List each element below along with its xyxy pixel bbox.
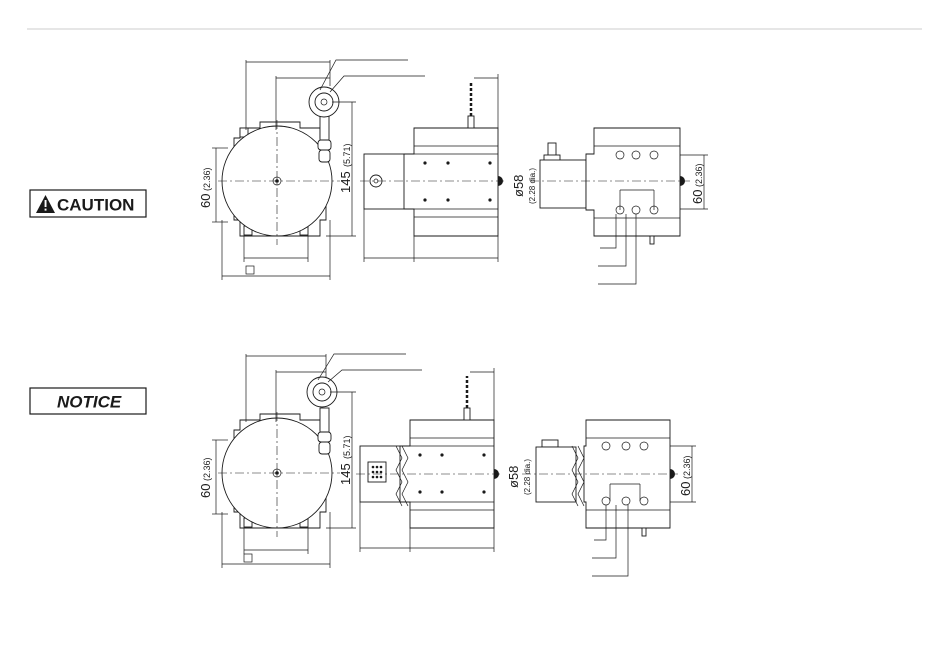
svg-text:(2.28 dia.): (2.28 dia.): [528, 168, 537, 204]
svg-text:(2.36): (2.36): [202, 457, 212, 481]
side-view-bottom: [356, 368, 500, 552]
svg-text:60: 60: [690, 190, 705, 204]
dim-58-top-end: ø58 (2.28 dia.): [511, 168, 537, 204]
caution-label: CAUTION: [30, 190, 146, 217]
svg-text:(2.28 dia.): (2.28 dia.): [523, 459, 532, 495]
svg-text:(2.36): (2.36): [682, 455, 692, 479]
dim-60-top-front: 60 (2.36): [198, 167, 213, 208]
dim-60-bottom-end: 60 (2.36): [678, 455, 693, 496]
dim-58-bottom-end: ø58 (2.28 dia.): [506, 459, 532, 495]
notice-text: NOTICE: [57, 393, 122, 412]
svg-text:ø58: ø58: [511, 175, 526, 197]
dim-145-top-front: 145 (5.71): [338, 143, 353, 193]
connector-pins: [372, 466, 383, 479]
svg-text:(5.71): (5.71): [342, 435, 352, 459]
dim-145-bottom-front: 145 (5.71): [338, 435, 353, 485]
svg-text:(5.71): (5.71): [342, 143, 352, 167]
svg-text:60: 60: [198, 194, 213, 208]
svg-text:ø58: ø58: [506, 466, 521, 488]
end-view-bottom: [522, 420, 696, 576]
svg-text:60: 60: [678, 482, 693, 496]
notice-label: NOTICE: [30, 388, 146, 414]
svg-text:60: 60: [198, 484, 213, 498]
dim-60-top-end: 60 (2.36): [690, 163, 705, 204]
svg-text:145: 145: [338, 171, 353, 193]
svg-text:(2.36): (2.36): [202, 167, 212, 191]
caution-text: CAUTION: [57, 196, 134, 215]
svg-text:145: 145: [338, 463, 353, 485]
svg-text:(2.36): (2.36): [694, 163, 704, 187]
dim-60-bottom-front: 60 (2.36): [198, 457, 213, 498]
end-view-top: [530, 128, 708, 284]
side-view-top: [360, 74, 504, 262]
